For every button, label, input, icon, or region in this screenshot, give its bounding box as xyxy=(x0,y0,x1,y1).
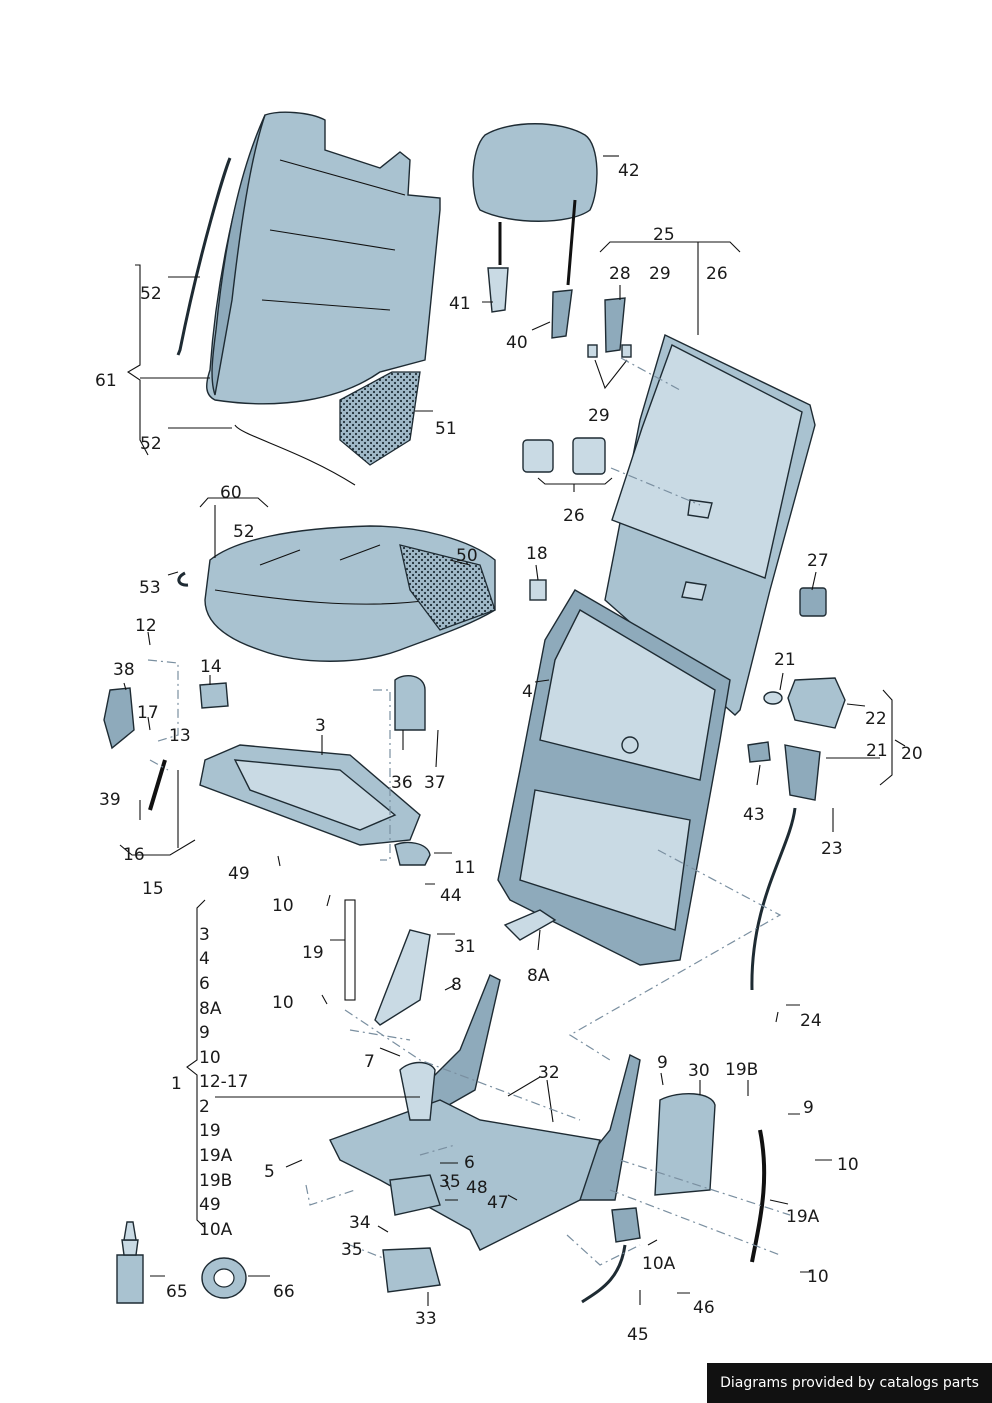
seat-mechanism xyxy=(329,899,767,1304)
credit-banner[interactable]: Diagrams provided by catalogs parts xyxy=(707,1363,992,1403)
label-27: 27 xyxy=(807,551,829,571)
group-item: 8A xyxy=(199,999,222,1019)
label-18: 18 xyxy=(526,544,548,564)
label-10-d: 10 xyxy=(807,1267,829,1287)
adhesive-tube xyxy=(116,1221,144,1304)
group-item: 19 xyxy=(199,1121,221,1141)
label-24: 24 xyxy=(800,1011,822,1031)
label-21-mid: 21 xyxy=(866,741,888,761)
label-13: 13 xyxy=(169,726,191,746)
label-35-a: 35 xyxy=(439,1172,461,1192)
leader-lines xyxy=(119,155,906,1306)
group-item: 12-17 xyxy=(199,1072,248,1092)
headrest xyxy=(472,123,632,358)
label-16: 16 xyxy=(123,845,145,865)
label-8: 8 xyxy=(451,975,462,995)
label-61: 61 xyxy=(95,371,117,391)
group-item: 10 xyxy=(199,1048,221,1068)
label-19A: 19A xyxy=(786,1207,820,1227)
label-34: 34 xyxy=(349,1213,371,1233)
label-41: 41 xyxy=(449,294,471,314)
label-46: 46 xyxy=(693,1298,715,1318)
label-15: 15 xyxy=(142,879,164,899)
label-12: 12 xyxy=(135,616,157,636)
group-item: 19B xyxy=(199,1171,232,1191)
group-item: 10A xyxy=(199,1220,233,1240)
tape-roll xyxy=(201,1257,247,1299)
label-21-top: 21 xyxy=(774,650,796,670)
backrest-cover xyxy=(176,111,441,486)
label-29-mid: 29 xyxy=(588,406,610,426)
backrest-panel xyxy=(522,334,816,716)
label-29-top: 29 xyxy=(649,264,671,284)
label-53: 53 xyxy=(139,578,161,598)
label-23: 23 xyxy=(821,839,843,859)
seat-cushion xyxy=(177,525,496,662)
label-14: 14 xyxy=(200,657,222,677)
seat-pan xyxy=(103,674,431,866)
label-22: 22 xyxy=(865,709,887,729)
label-26-top: 26 xyxy=(706,264,728,284)
label-52-a: 52 xyxy=(140,284,162,304)
label-37: 37 xyxy=(424,773,446,793)
label-44: 44 xyxy=(440,886,462,906)
label-7: 7 xyxy=(364,1052,375,1072)
group-item: 2 xyxy=(199,1097,210,1117)
label-66: 66 xyxy=(273,1282,295,1302)
group-item: 49 xyxy=(199,1195,221,1215)
label-19: 19 xyxy=(302,943,324,963)
label-32: 32 xyxy=(538,1063,560,1083)
label-10-c: 10 xyxy=(837,1155,859,1175)
label-26-mid: 26 xyxy=(563,506,585,526)
label-49: 49 xyxy=(228,864,250,884)
group-list: 3 4 6 8A 9 10 12-17 2 19 19A 19B 49 10A xyxy=(199,925,248,1240)
group-item: 19A xyxy=(199,1146,233,1166)
label-6: 6 xyxy=(464,1153,475,1173)
dashed-connectors xyxy=(147,357,791,1266)
group-item: 6 xyxy=(199,974,210,994)
label-19B: 19B xyxy=(725,1060,758,1080)
label-39: 39 xyxy=(99,790,121,810)
label-65: 65 xyxy=(166,1282,188,1302)
label-17: 17 xyxy=(137,703,159,723)
part-labels: 42 25 28 29 26 41 40 29 26 52 61 52 51 6… xyxy=(95,161,923,1345)
label-38: 38 xyxy=(113,660,135,680)
label-9-a: 9 xyxy=(657,1053,668,1073)
label-48: 48 xyxy=(466,1178,488,1198)
label-60: 60 xyxy=(220,483,242,503)
backrest-frame xyxy=(497,579,827,966)
label-42: 42 xyxy=(618,161,640,181)
label-45: 45 xyxy=(627,1325,649,1345)
label-11: 11 xyxy=(454,858,476,878)
group-item: 4 xyxy=(199,949,210,969)
label-51: 51 xyxy=(435,419,457,439)
group-item: 3 xyxy=(199,925,210,945)
group-item: 9 xyxy=(199,1023,210,1043)
label-9-b: 9 xyxy=(803,1098,814,1118)
label-52-c: 52 xyxy=(233,522,255,542)
label-30: 30 xyxy=(688,1061,710,1081)
label-35-b: 35 xyxy=(341,1240,363,1260)
label-43: 43 xyxy=(743,805,765,825)
label-10-a: 10 xyxy=(272,896,294,916)
release-mechanism xyxy=(747,677,846,991)
label-52-b: 52 xyxy=(140,434,162,454)
label-47: 47 xyxy=(487,1193,509,1213)
label-31: 31 xyxy=(454,937,476,957)
label-5: 5 xyxy=(264,1162,275,1182)
label-33: 33 xyxy=(415,1309,437,1329)
label-8A: 8A xyxy=(527,966,550,986)
label-10A: 10A xyxy=(642,1254,676,1274)
label-28: 28 xyxy=(609,264,631,284)
label-3-top: 3 xyxy=(315,716,326,736)
label-20: 20 xyxy=(901,744,923,764)
label-36: 36 xyxy=(391,773,413,793)
label-10-b: 10 xyxy=(272,993,294,1013)
label-1: 1 xyxy=(171,1074,182,1094)
label-25: 25 xyxy=(653,225,675,245)
label-4: 4 xyxy=(522,682,533,702)
label-50: 50 xyxy=(456,546,478,566)
label-40: 40 xyxy=(506,333,528,353)
